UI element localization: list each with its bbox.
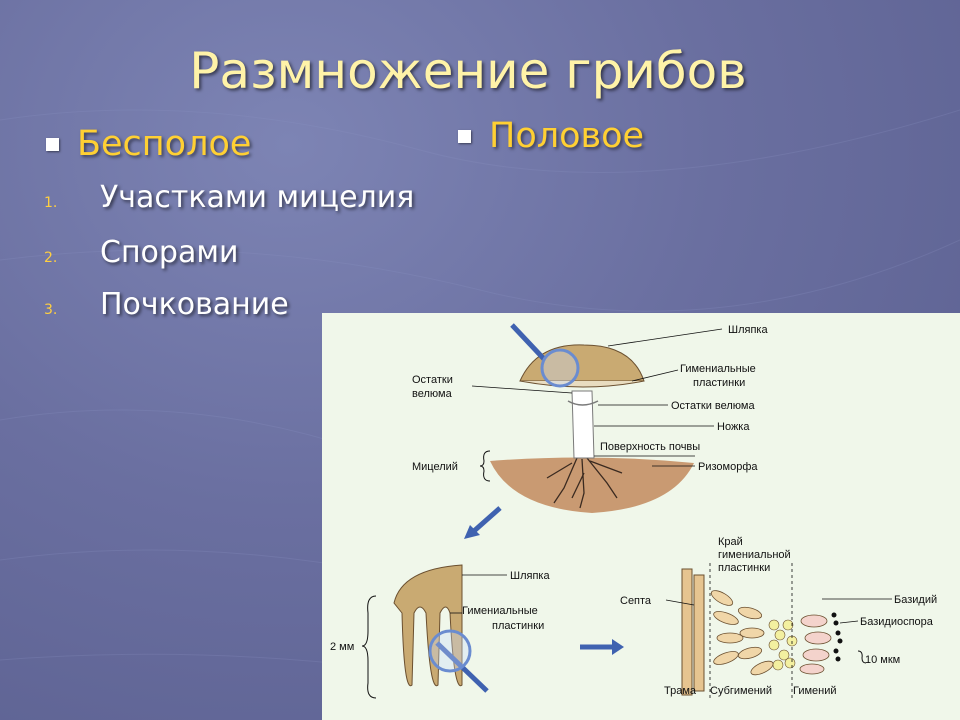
- label-gills: пластинки: [693, 377, 745, 389]
- label-velum-left: велюма: [412, 388, 453, 400]
- magnifier-icon: [540, 348, 580, 388]
- label-rhizomorph: Ризоморфа: [698, 461, 758, 473]
- list-text: Участками мицелия: [100, 180, 415, 215]
- rhizomorph-roots: [546, 457, 623, 509]
- label-mycelium: Мицелий: [412, 461, 458, 473]
- callout-lines-2: [450, 574, 507, 614]
- list-text: Спорами: [100, 235, 239, 270]
- label-edge: Край: [718, 536, 743, 548]
- asexual-heading-text: Бесполое: [77, 124, 252, 164]
- bullet-square-icon: [46, 137, 59, 151]
- soil-shape: [490, 457, 694, 513]
- scale-10um-brace: [857, 650, 867, 664]
- label-hymenium: Гимений: [793, 685, 837, 697]
- label-basidiospore: Базидиоспора: [860, 616, 934, 628]
- mushroom-diagram-svg: Шляпка Гимениальные пластинки Остатки ве…: [330, 323, 937, 699]
- asexual-heading: Бесполое: [46, 124, 251, 164]
- hymenium-section: [681, 563, 843, 698]
- list-item: 3. Почкование: [44, 287, 289, 322]
- stem-shape: [571, 390, 595, 459]
- label-stem: Ножка: [717, 421, 750, 433]
- label-gills: Гимениальные: [680, 363, 756, 375]
- list-number: 1.: [44, 195, 58, 211]
- label-gills-2: пластинки: [492, 620, 544, 632]
- callout-lines: [471, 328, 723, 467]
- magnifier-icon: [428, 629, 472, 673]
- label-velum-left: Остатки: [412, 374, 453, 386]
- sexual-heading: Половое: [458, 116, 644, 156]
- label-subhymenium: Субгимений: [710, 685, 772, 697]
- callout-lines-3: [665, 598, 892, 624]
- label-scale-10um: 10 мкм: [865, 654, 900, 666]
- gills-shape: [519, 380, 645, 388]
- label-basidium: Базидий: [894, 594, 937, 606]
- list-item: 2. Спорами: [44, 235, 238, 270]
- mycelium-brace: [479, 450, 491, 482]
- slide-title: Размножение грибов: [189, 42, 747, 100]
- gill-section-shape: [393, 564, 463, 687]
- mushroom-diagram: Шляпка Гимениальные пластинки Остатки ве…: [322, 313, 960, 720]
- label-velum-right: Остатки велюма: [671, 400, 755, 412]
- label-cap-2: Шляпка: [510, 570, 550, 582]
- list-item: 1. Участками мицелия: [44, 180, 414, 215]
- list-number: 2.: [44, 250, 58, 266]
- arrow-head-icon: [464, 525, 480, 539]
- label-trama: Трама: [664, 685, 697, 697]
- list-text: Почкование: [100, 287, 289, 322]
- label-cap: Шляпка: [728, 324, 768, 336]
- scale-brace: [361, 595, 377, 699]
- label-scale-2mm: 2 мм: [330, 641, 354, 653]
- label-soil-surface: Поверхность почвы: [600, 441, 700, 453]
- label-gills-2: Гимениальные: [462, 605, 538, 617]
- pointer-arrow-icon: [510, 323, 546, 361]
- label-septa: Септа: [620, 595, 652, 607]
- list-number: 3.: [44, 302, 58, 318]
- velum-ring: [567, 400, 599, 406]
- label-edge: пластинки: [718, 562, 770, 574]
- bullet-square-icon: [458, 129, 471, 143]
- sexual-heading-text: Половое: [489, 116, 645, 156]
- arrow-right-head-icon: [612, 639, 624, 655]
- label-edge: гимениальной: [718, 549, 791, 561]
- arrow-icon: [472, 506, 502, 533]
